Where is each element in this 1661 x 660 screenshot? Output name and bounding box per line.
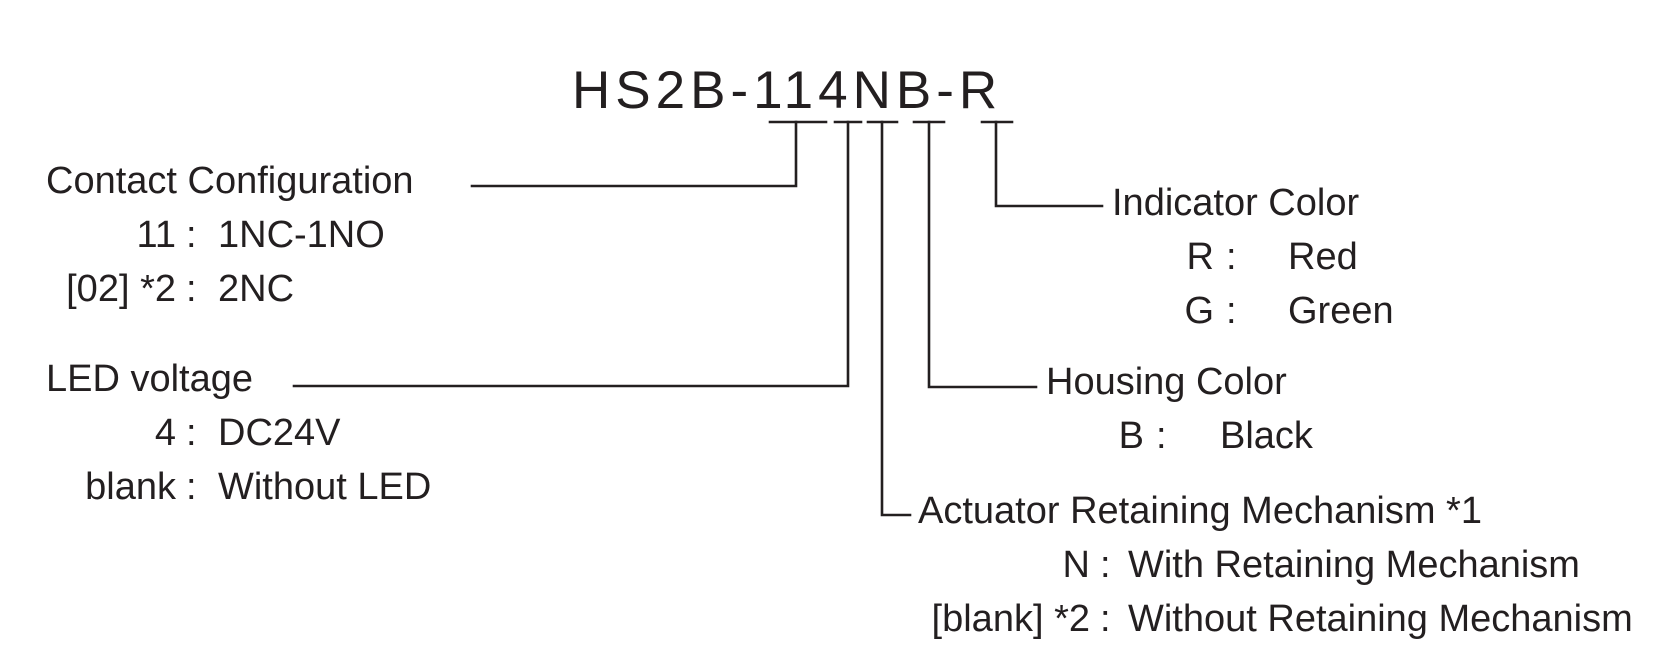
actuator-retaining-heading: Actuator Retaining Mechanism *1: [918, 490, 1482, 532]
actuator-leader-line: [880, 120, 912, 517]
actuator-option-code: [blank] *2: [931, 598, 1090, 640]
indicator-option-desc: Green: [1288, 290, 1394, 332]
actuator-option-desc: With Retaining Mechanism: [1128, 544, 1580, 586]
led-option-code: 4: [154, 412, 176, 454]
indicator-option-sep: :: [1226, 236, 1237, 278]
contact-config-leader-line: [470, 120, 798, 188]
contact-option-sep: :: [186, 214, 197, 256]
housing-color-heading: Housing Color: [1046, 361, 1287, 403]
led-voltage-heading: LED voltage: [46, 358, 254, 400]
actuator-option-sep: :: [1100, 544, 1111, 586]
contact-option-desc: 2NC: [218, 268, 295, 310]
indicator-color-heading: Indicator Color: [1112, 182, 1360, 224]
actuator-option-code: N: [1062, 544, 1090, 586]
housing-color-leader-line: [927, 120, 1038, 389]
contact-option-code: 11: [136, 214, 176, 256]
contact-configuration-heading: Contact Configuration: [46, 160, 414, 202]
led-voltage-leader-line: [292, 120, 850, 388]
housing-option-sep: :: [1156, 415, 1167, 457]
housing-option-desc: Black: [1220, 415, 1313, 457]
housing-option-code: B: [1118, 415, 1144, 457]
indicator-option-sep: :: [1226, 290, 1237, 332]
contact-option-desc: 1NC-1NO: [218, 214, 385, 256]
led-option-sep: :: [186, 412, 197, 454]
indicator-color-leader-line: [994, 120, 1104, 208]
led-option-sep: :: [186, 466, 197, 508]
led-option-desc: Without LED: [218, 466, 432, 508]
led-option-desc: DC24V: [218, 412, 341, 454]
indicator-option-desc: Red: [1288, 236, 1358, 278]
actuator-option-desc: Without Retaining Mechanism: [1128, 598, 1633, 640]
contact-option-code: [02] *2: [66, 268, 176, 310]
actuator-option-sep: :: [1100, 598, 1111, 640]
led-option-code: blank: [85, 466, 176, 508]
indicator-option-code: R: [1186, 236, 1214, 278]
contact-option-sep: :: [186, 268, 197, 310]
indicator-option-code: G: [1184, 290, 1214, 332]
model-code: HS2B-114NB-R: [572, 61, 1003, 120]
